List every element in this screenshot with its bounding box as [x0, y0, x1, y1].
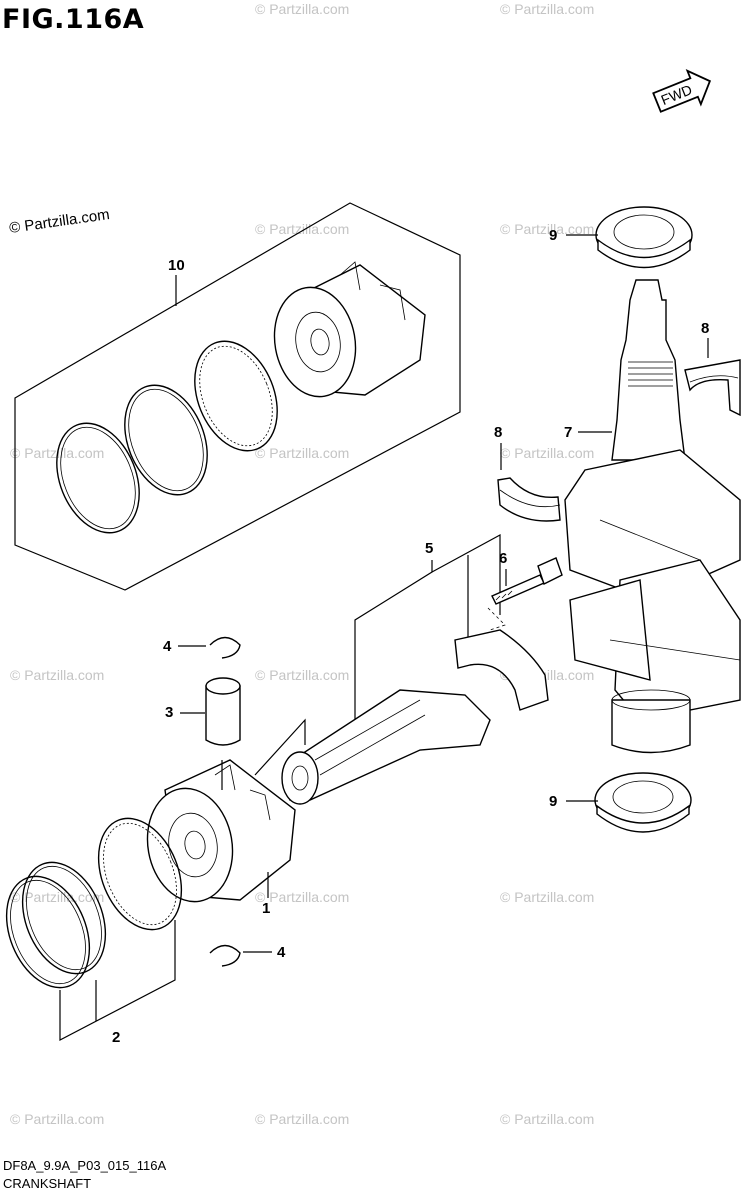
leader-line [59, 920, 176, 1041]
fwd-arrow-icon: FWD [652, 69, 712, 113]
callout-6: 6 [499, 550, 507, 567]
watermark: © Partzilla.com [500, 1, 594, 17]
connecting-rod-cap [454, 629, 549, 711]
watermark: © Partzilla.com [500, 445, 594, 461]
piston-pin-circlip [209, 636, 241, 659]
figure-code: DF8A_9.9A_P03_015_116A [3, 1158, 167, 1173]
piston-kit-rings [56, 340, 278, 534]
piston-pin [205, 677, 241, 746]
callout-4: 4 [277, 944, 286, 961]
watermark: © Partzilla.com [500, 889, 594, 905]
piston [146, 759, 296, 903]
crankshaft-bearing-upper [684, 359, 741, 417]
piston-rings [5, 817, 183, 989]
watermark: © Partzilla.com [255, 445, 349, 461]
crankshaft-bearing-lower [497, 477, 561, 522]
watermark: © Partzilla.com [255, 1111, 349, 1127]
oil-seal-upper [595, 206, 693, 269]
callout-2: 2 [112, 1029, 120, 1046]
leader-line [254, 718, 306, 776]
oil-seal-lower [594, 772, 692, 833]
callout-10: 10 [168, 257, 185, 274]
connecting-rod-bolt [491, 557, 563, 605]
watermark: © Partzilla.com [10, 1111, 104, 1127]
watermark: © Partzilla.com [500, 1111, 594, 1127]
figure-title: FIG.116A [2, 4, 145, 35]
figure-name: CRANKSHAFT [3, 1176, 92, 1191]
watermark: © Partzilla.com [255, 667, 349, 683]
callout-9: 9 [549, 793, 557, 810]
callout-1: 1 [262, 900, 270, 917]
callout-4: 4 [163, 638, 172, 655]
leader-line [354, 560, 433, 745]
callout-5: 5 [425, 540, 433, 557]
piston-kit-piston [273, 261, 426, 398]
connecting-rod [281, 689, 491, 805]
watermark: © Partzilla.com [10, 889, 104, 905]
watermark: © Partzilla.com [255, 1, 349, 17]
crankshaft [564, 279, 741, 754]
leader-line [431, 533, 501, 615]
watermark: © Partzilla.com [500, 221, 594, 237]
piston-pin-circlip [209, 944, 241, 967]
callout-8: 8 [494, 424, 502, 441]
copyright-label: © Partzilla.com [8, 206, 110, 237]
callout-9: 9 [549, 227, 557, 244]
piston-kit-frame [14, 202, 461, 591]
callout-3: 3 [165, 704, 173, 721]
watermark: © Partzilla.com [255, 221, 349, 237]
callout-8: 8 [701, 320, 709, 337]
watermark: © Partzilla.com [10, 667, 104, 683]
watermark-layer: © Partzilla.com © Partzilla.com © Partzi… [10, 1, 594, 1127]
leader-line [487, 607, 506, 631]
watermark: © Partzilla.com [255, 889, 349, 905]
callout-7: 7 [564, 424, 572, 441]
